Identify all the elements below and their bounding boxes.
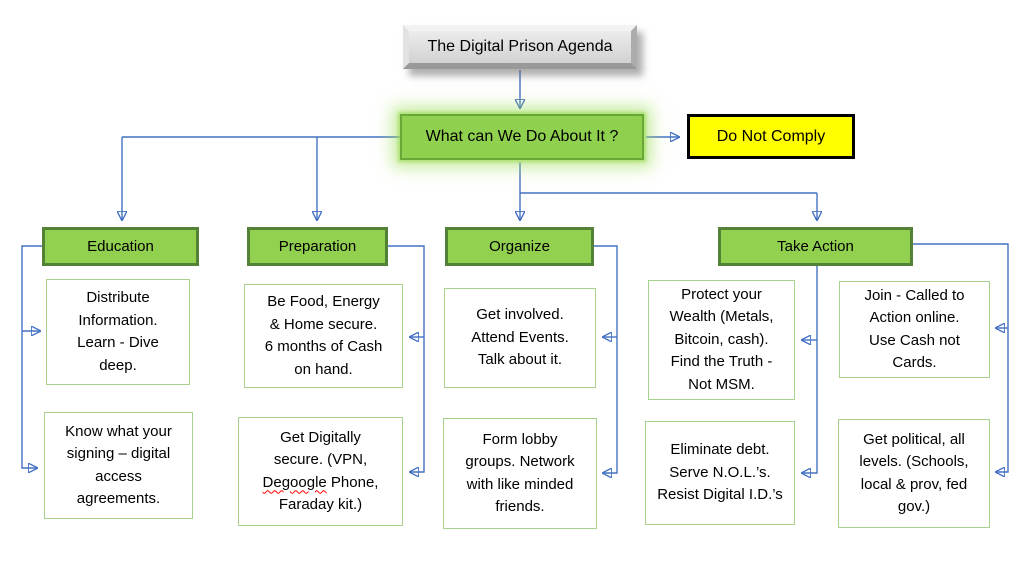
node-organize-box2: Form lobby groups. Network with like min… <box>443 418 597 529</box>
node-root-question: What can We Do About It ? <box>400 114 644 160</box>
text-line: levels. (Schools, <box>859 453 969 470</box>
node-take-action-colA-box1: Protect your Wealth (Metals, Bitcoin, ca… <box>648 280 795 400</box>
connector-preparation-feeder <box>388 245 425 472</box>
node-text: Form lobby groups. Network with like min… <box>446 429 594 519</box>
node-header-take-action: Take Action <box>718 227 913 266</box>
text-line: Degoogle Phone, <box>241 472 400 495</box>
text-line: gov.) <box>897 498 931 515</box>
education-header-label: Education <box>87 238 154 255</box>
text-line: friends. <box>495 498 545 515</box>
connector-education-feeder <box>21 245 42 468</box>
text-line: Get Digitally <box>280 428 361 446</box>
text-line: Information. <box>78 311 158 329</box>
text-line: local & prov, fed <box>860 475 968 493</box>
connector-organize-feeder <box>594 245 618 473</box>
text-line: Get political, all <box>863 430 965 448</box>
title-label: The Digital Prison Agenda <box>427 38 613 55</box>
node-text: Know what your signing – digital access … <box>47 421 190 511</box>
text-line: access <box>95 467 142 485</box>
text-line-rest: Phone, <box>326 473 379 491</box>
node-organize-box1: Get involved. Attend Events. Talk about … <box>444 288 596 388</box>
text-line: Find the Truth - <box>670 353 773 371</box>
text-line: 6 months of Cash <box>264 338 383 355</box>
text-line: Serve N.O.L.’s. <box>669 463 771 481</box>
text-line: on hand. <box>294 360 353 378</box>
text-line: Resist Digital I.D.’s <box>657 486 783 504</box>
text-line: Wealth (Metals, <box>669 308 774 326</box>
text-line: Talk about it. <box>477 351 563 369</box>
do-not-comply-label: Do Not Comply <box>716 127 826 145</box>
text-line: Use Cash not <box>869 331 960 349</box>
connector-take-action-colB-feeder <box>913 243 1009 472</box>
node-text: Eliminate debt. Serve N.O.L.’s. Resist D… <box>648 439 792 507</box>
node-title: The Digital Prison Agenda <box>403 25 637 69</box>
text-line: Not MSM. <box>688 375 755 393</box>
text-line: signing – digital <box>66 445 171 462</box>
text-line: Bitcoin, cash). <box>674 330 769 348</box>
text-line: Cards. <box>892 354 937 371</box>
connector-take-action-colA-feeder <box>802 266 818 473</box>
text-line: Action online. <box>869 309 960 326</box>
node-header-organize: Organize <box>445 227 594 266</box>
text-line: Join - Called to <box>864 286 965 304</box>
node-text: Protect your Wealth (Metals, Bitcoin, ca… <box>651 284 792 397</box>
text-line: Distribute <box>86 289 150 306</box>
node-take-action-colA-box2: Eliminate debt. Serve N.O.L.’s. Resist D… <box>645 421 795 525</box>
text-line: Faraday kit.) <box>278 496 363 513</box>
misspelled-word: Degoogle <box>262 473 327 491</box>
text-line: Eliminate debt. <box>670 441 770 459</box>
node-text: Get Digitally secure. (VPN, Degoogle Pho… <box>241 427 400 517</box>
node-take-action-colB-box1: Join - Called to Action online. Use Cash… <box>839 281 990 378</box>
node-header-preparation: Preparation <box>247 227 388 266</box>
node-take-action-colB-box2: Get political, all levels. (Schools, loc… <box>838 419 990 528</box>
text-line: agreements. <box>76 490 161 507</box>
text-line: Know what your <box>65 422 172 440</box>
node-preparation-box1: Be Food, Energy & Home secure. 6 months … <box>244 284 403 388</box>
text-line: & Home secure. <box>269 315 378 333</box>
text-line: deep. <box>99 356 137 374</box>
organize-header-label: Organize <box>489 238 550 255</box>
text-line: Get involved. <box>476 306 564 324</box>
node-do-not-comply: Do Not Comply <box>687 114 855 159</box>
root-question-label: What can We Do About It ? <box>425 128 619 145</box>
text-line: groups. Network <box>465 453 575 470</box>
text-line: Protect your <box>681 285 762 303</box>
node-text: Be Food, Energy & Home secure. 6 months … <box>247 291 400 381</box>
node-header-education: Education <box>42 227 199 266</box>
node-text: Distribute Information. Learn - Dive dee… <box>49 287 187 377</box>
node-education-box1: Distribute Information. Learn - Dive dee… <box>46 279 190 385</box>
text-line: secure. (VPN, <box>273 451 368 468</box>
node-text: Get political, all levels. (Schools, loc… <box>841 429 987 519</box>
take-action-header-label: Take Action <box>777 238 854 255</box>
text-line: with like minded <box>466 475 574 493</box>
preparation-header-label: Preparation <box>278 238 357 255</box>
node-education-box2: Know what your signing – digital access … <box>44 412 193 519</box>
text-line: Form lobby <box>482 430 558 448</box>
node-text: Get involved. Attend Events. Talk about … <box>447 304 593 372</box>
text-line: Learn - Dive <box>77 334 159 351</box>
text-line: Attend Events. <box>471 328 569 346</box>
text-line: Be Food, Energy <box>267 293 380 310</box>
node-text: Join - Called to Action online. Use Cash… <box>842 285 987 375</box>
node-preparation-box2: Get Digitally secure. (VPN, Degoogle Pho… <box>238 417 403 526</box>
